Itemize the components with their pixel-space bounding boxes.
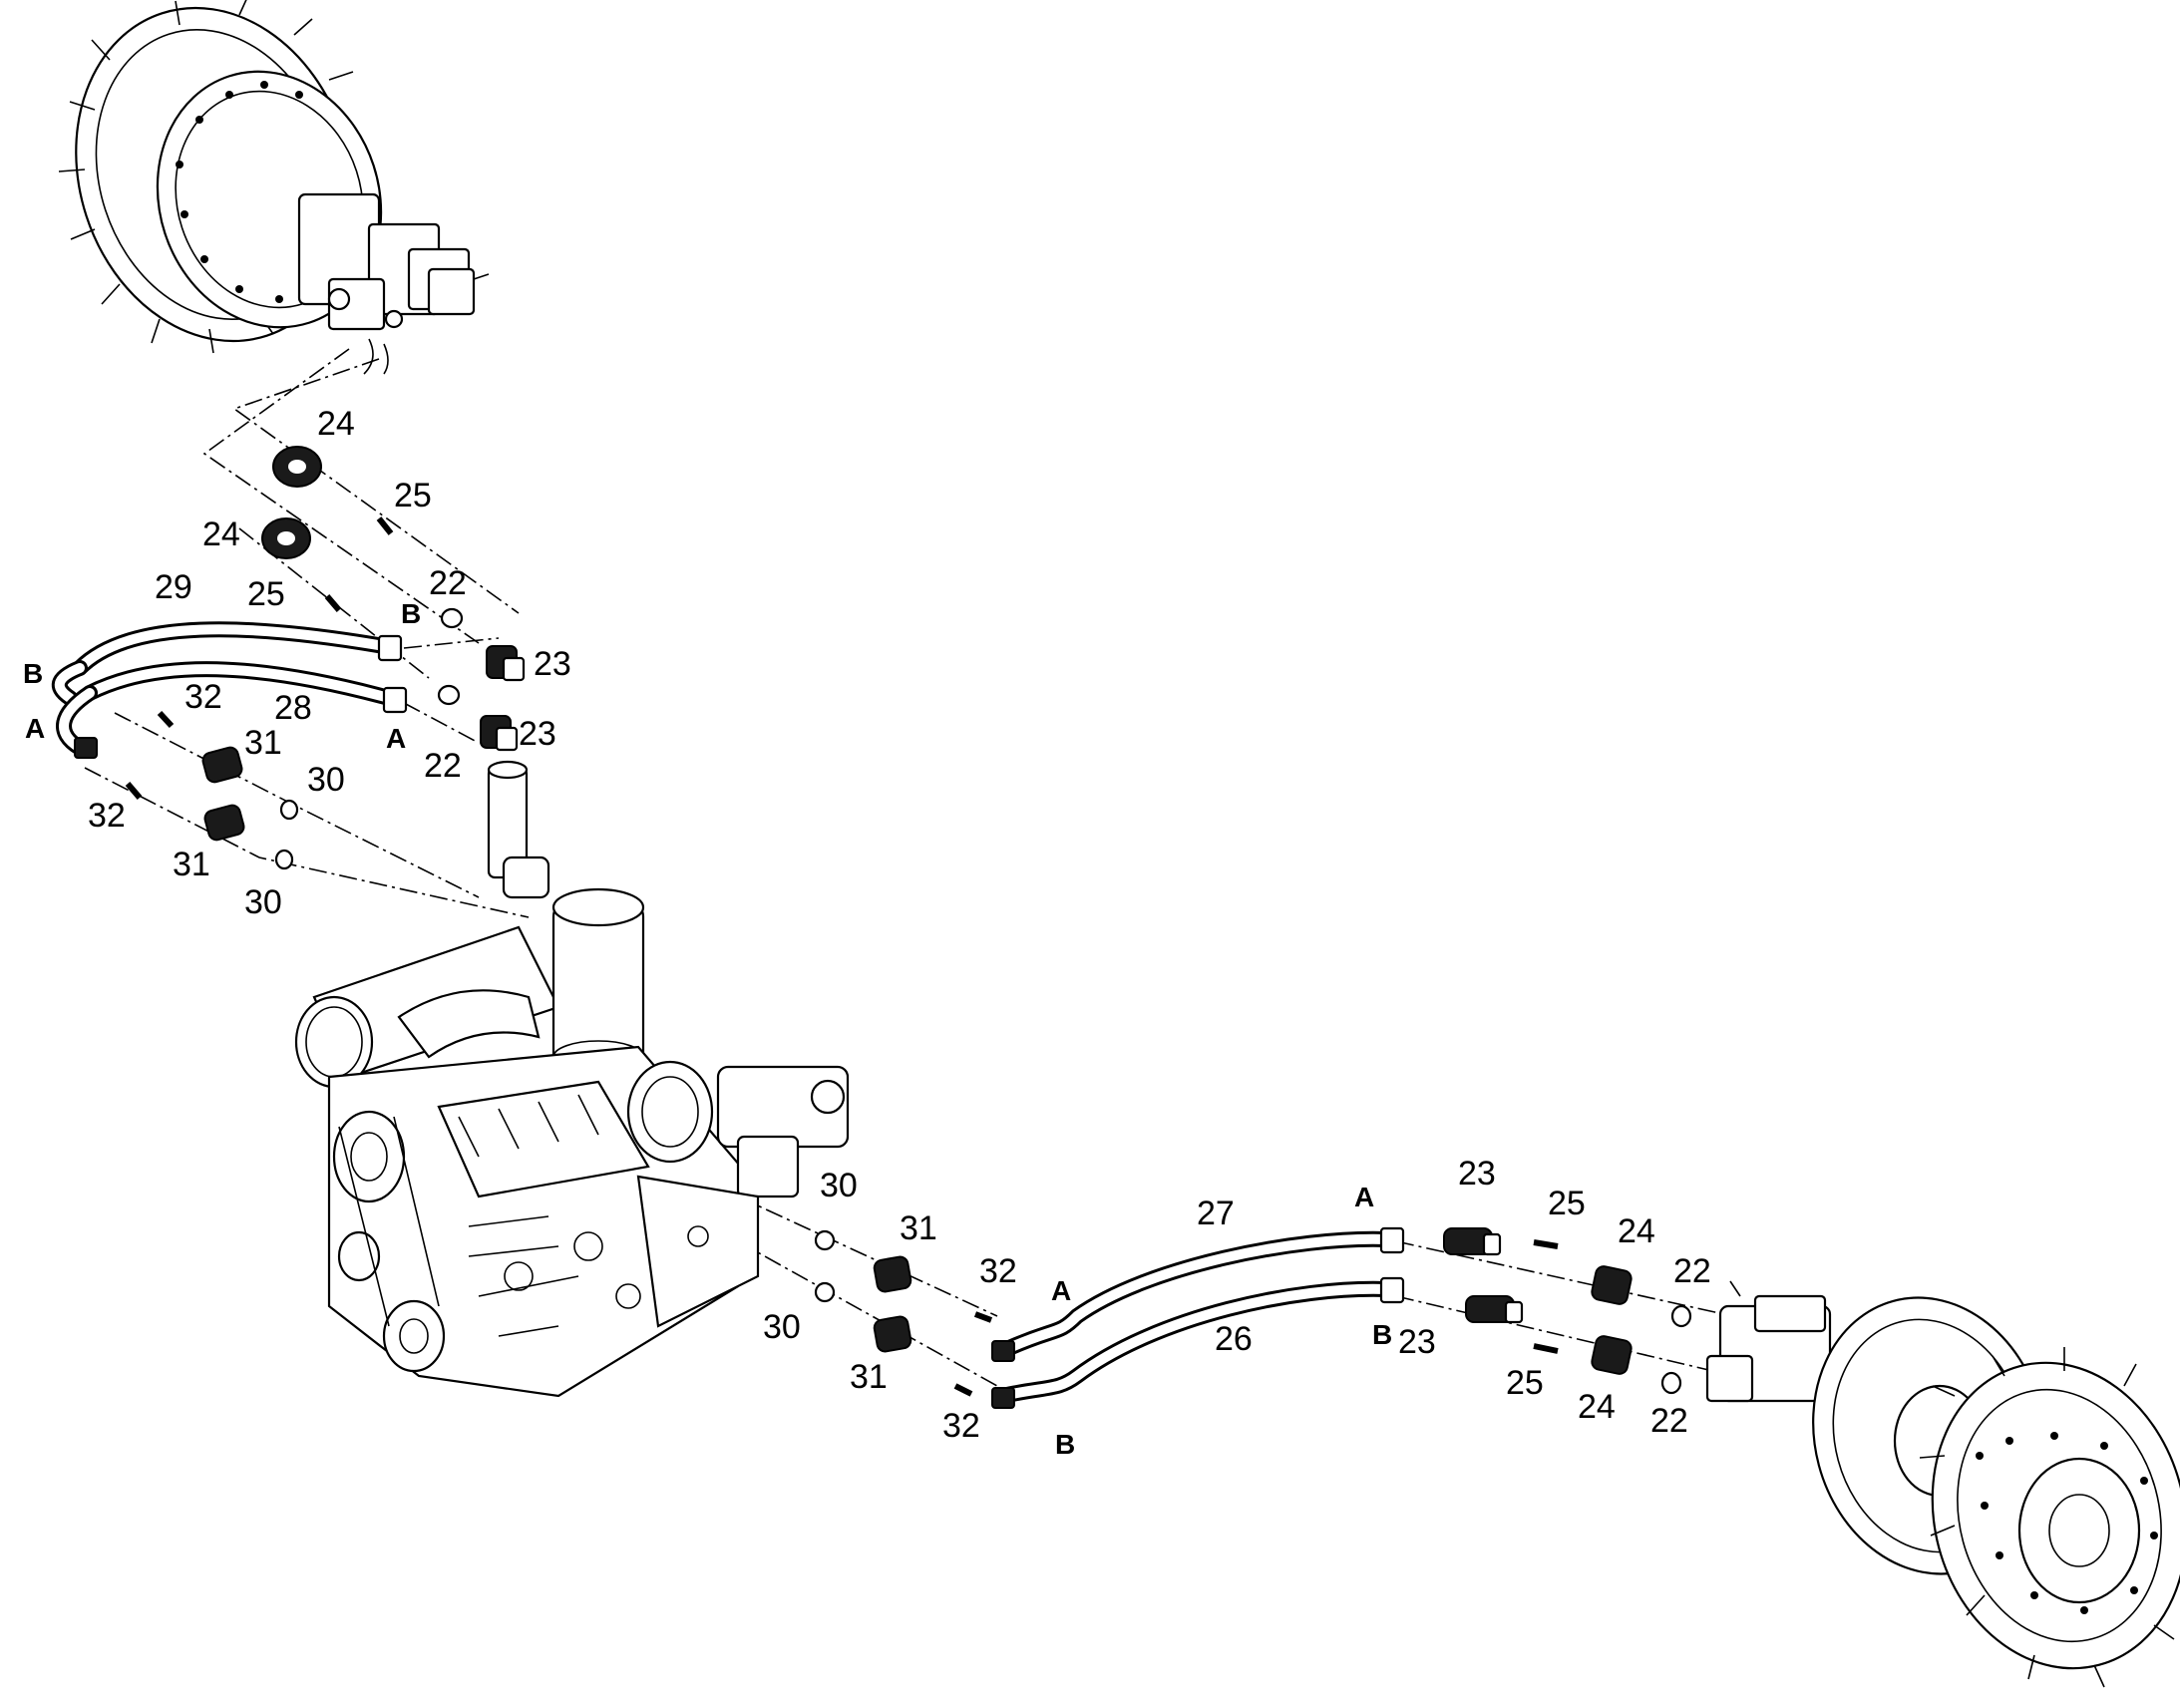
callout-24: 24 bbox=[317, 405, 355, 443]
bottom-sprocket-wheel bbox=[1812, 1296, 2180, 1688]
bolt-32-right-lower bbox=[953, 1383, 973, 1397]
callout-30: 30 bbox=[820, 1167, 858, 1204]
bolt-25-lower bbox=[324, 594, 342, 612]
bolt-32-lower bbox=[125, 782, 143, 800]
elbow-fitting-23-right-upper bbox=[1443, 1227, 1502, 1256]
elbow-fitting-23-upper bbox=[486, 645, 526, 682]
callout-labels: 24 25 24 25 22 29 23 32 28 23 31 22 30 3… bbox=[88, 405, 1711, 1445]
port-label-a: A bbox=[386, 723, 406, 754]
flange-half-31-upper bbox=[201, 746, 243, 784]
callout-22: 22 bbox=[429, 564, 467, 602]
top-travel-motor-assembly bbox=[58, 0, 490, 375]
flange-half-31-right-upper bbox=[873, 1255, 912, 1293]
callout-30: 30 bbox=[244, 883, 282, 921]
callout-25: 25 bbox=[1548, 1185, 1586, 1222]
o-ring-30-right-lower bbox=[814, 1281, 836, 1303]
callout-28: 28 bbox=[274, 689, 312, 727]
elbow-fitting-23-right-lower bbox=[1465, 1295, 1524, 1324]
callout-23: 23 bbox=[534, 645, 571, 683]
port-label-b: B bbox=[1372, 1319, 1392, 1350]
flange-half-24-lower bbox=[261, 517, 311, 559]
port-label-a: A bbox=[25, 713, 45, 744]
flange-half-24-right-lower bbox=[1591, 1335, 1633, 1375]
callout-26: 26 bbox=[1215, 1320, 1253, 1358]
bolt-25-right-lower bbox=[1533, 1343, 1559, 1354]
hose-27 bbox=[991, 1226, 1405, 1362]
callout-31: 31 bbox=[850, 1358, 888, 1396]
callout-25: 25 bbox=[1506, 1364, 1544, 1402]
flange-half-31-right-lower bbox=[873, 1315, 912, 1353]
callout-24: 24 bbox=[1578, 1388, 1616, 1426]
engine-assembly bbox=[294, 760, 850, 1398]
bottom-travel-motor-assembly bbox=[1705, 1280, 2180, 1688]
bottom-hydraulic-motor bbox=[1705, 1280, 1832, 1403]
elbow-fitting-23-lower bbox=[480, 715, 519, 752]
callout-30: 30 bbox=[307, 761, 345, 799]
callout-22: 22 bbox=[1650, 1402, 1688, 1440]
top-hydraulic-motor bbox=[297, 192, 490, 375]
bolt-32-upper bbox=[157, 710, 175, 729]
callout-22: 22 bbox=[1673, 1252, 1711, 1290]
o-ring-22-right-lower bbox=[1660, 1371, 1682, 1395]
callout-23: 23 bbox=[519, 715, 556, 753]
o-ring-22-lower bbox=[437, 684, 461, 706]
port-label-b: B bbox=[401, 598, 421, 629]
o-ring-30-upper bbox=[279, 799, 299, 821]
hose-29 bbox=[51, 621, 403, 706]
callout-27: 27 bbox=[1197, 1195, 1235, 1232]
callout-24: 24 bbox=[202, 515, 240, 553]
callout-32: 32 bbox=[979, 1252, 1017, 1290]
callout-23: 23 bbox=[1458, 1155, 1496, 1193]
flange-half-31-lower bbox=[203, 804, 245, 842]
hose-28 bbox=[56, 661, 408, 759]
callout-25: 25 bbox=[394, 477, 432, 514]
callout-22: 22 bbox=[424, 747, 462, 785]
callout-25: 25 bbox=[247, 575, 285, 613]
o-ring-30-right-upper bbox=[814, 1229, 836, 1251]
o-ring-22-upper bbox=[440, 607, 464, 629]
bolt-25-upper bbox=[376, 516, 394, 535]
callout-31: 31 bbox=[900, 1209, 937, 1247]
callout-32: 32 bbox=[184, 678, 222, 716]
bolt-32-right-upper bbox=[973, 1311, 993, 1323]
bolt-25-right-upper bbox=[1533, 1239, 1559, 1249]
flange-half-24-right-upper bbox=[1591, 1265, 1633, 1305]
o-ring-30-lower bbox=[274, 849, 294, 870]
port-labels: B A B A A A B B bbox=[23, 598, 1392, 1460]
callout-31: 31 bbox=[244, 724, 282, 762]
callout-31: 31 bbox=[173, 846, 210, 883]
port-label-b: B bbox=[23, 658, 43, 689]
callout-32: 32 bbox=[88, 797, 126, 835]
port-label-a: A bbox=[1051, 1275, 1071, 1306]
callout-24: 24 bbox=[1618, 1212, 1655, 1250]
callout-23: 23 bbox=[1398, 1323, 1436, 1361]
callout-30: 30 bbox=[763, 1308, 801, 1346]
callout-32: 32 bbox=[942, 1407, 980, 1445]
o-ring-22-right-upper bbox=[1670, 1304, 1692, 1328]
hose-26 bbox=[991, 1276, 1405, 1409]
port-label-a: A bbox=[1354, 1182, 1374, 1212]
callout-29: 29 bbox=[155, 568, 192, 606]
flange-half-24-upper bbox=[272, 446, 322, 488]
port-label-b: B bbox=[1055, 1429, 1075, 1460]
